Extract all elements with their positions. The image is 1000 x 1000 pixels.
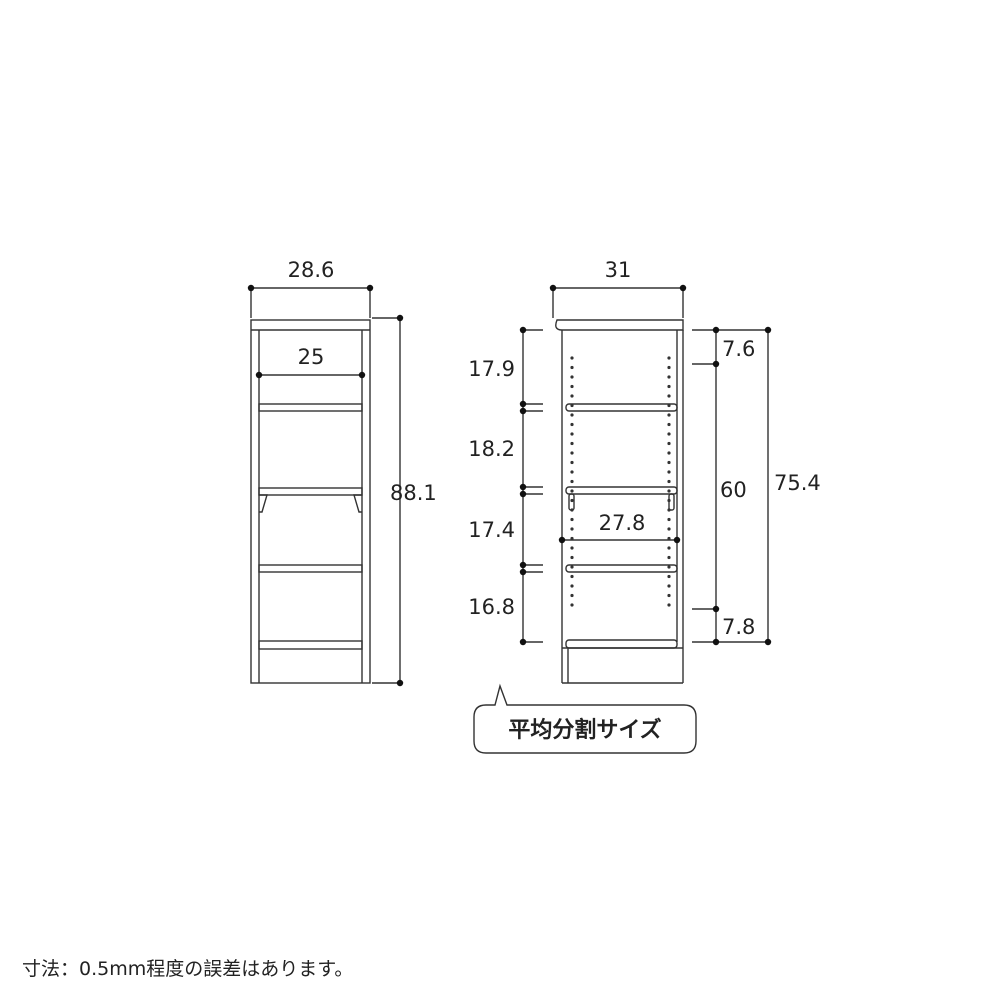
pin-hole (667, 574, 671, 579)
pin-hole (667, 593, 671, 598)
pin-hole (570, 565, 574, 569)
pin-hole (667, 441, 671, 446)
pin-hole (667, 413, 671, 417)
pin-hole (667, 603, 671, 607)
callout-label: 平均分割サイズ (508, 717, 661, 743)
top-margin-label: 7.6 (722, 337, 755, 361)
pin-hole (570, 365, 574, 370)
pitch-label-2: 18.2 (468, 437, 515, 461)
pin-hole (570, 517, 574, 522)
pin-hole (667, 479, 671, 484)
pin-hole (667, 451, 671, 455)
shelf-depth-label: 27.8 (599, 511, 646, 535)
callout-box (473, 683, 697, 754)
pin-hole (667, 555, 671, 560)
front-width-inner-label: 25 (298, 345, 325, 369)
pin-hole (570, 603, 574, 607)
pin-hole (667, 565, 671, 569)
hole-range-label: 60 (720, 478, 747, 502)
footnote: 寸法：0.5mm程度の誤差はあります。 (22, 958, 354, 980)
pin-hole (570, 375, 574, 379)
pin-hole (667, 546, 671, 550)
pin-hole (667, 470, 671, 474)
pin-hole (667, 432, 671, 436)
side-view-cabinet (555, 319, 684, 684)
pitch-label-3: 17.4 (468, 518, 515, 542)
dimension-dots (247, 284, 772, 687)
pin-hole (667, 536, 671, 541)
pin-hole (667, 356, 671, 360)
hole-total-label: 75.4 (774, 471, 821, 495)
pin-hole (570, 555, 574, 560)
pin-hole (570, 479, 574, 484)
front-height-label: 88.1 (390, 481, 437, 505)
pin-hole (667, 508, 671, 512)
pin-hole (570, 470, 574, 474)
pitch-label-4: 16.8 (468, 595, 515, 619)
pin-hole (570, 422, 574, 427)
pin-hole (667, 384, 671, 389)
front-view-cabinet (250, 319, 371, 684)
pin-hole (570, 432, 574, 436)
pin-hole (667, 527, 671, 531)
pin-hole (570, 451, 574, 455)
pin-hole (570, 441, 574, 446)
pin-hole (667, 403, 671, 408)
pitch-label-1: 17.9 (468, 357, 515, 381)
pin-hole (667, 365, 671, 370)
pin-hole (667, 375, 671, 379)
pin-hole (570, 584, 574, 588)
pin-hole (570, 527, 574, 531)
pin-hole (570, 460, 574, 465)
pin-hole (667, 460, 671, 465)
pin-hole (570, 489, 574, 493)
pin-hole (570, 593, 574, 598)
pin-hole (667, 422, 671, 427)
pin-hole (570, 403, 574, 408)
pin-hole (570, 508, 574, 512)
pin-hole (570, 536, 574, 541)
pin-hole (570, 498, 574, 503)
pin-hole (570, 574, 574, 579)
bottom-margin-label: 7.8 (722, 615, 755, 639)
pin-hole (667, 517, 671, 522)
pin-hole (570, 394, 574, 398)
pin-hole (667, 394, 671, 398)
pin-hole (570, 384, 574, 389)
pin-hole (667, 489, 671, 493)
pin-hole (570, 356, 574, 360)
shelf-pin-holes (570, 356, 671, 607)
side-depth-label: 31 (605, 258, 632, 282)
pin-hole (667, 584, 671, 588)
pin-hole (667, 498, 671, 503)
front-width-outer-label: 28.6 (288, 258, 335, 282)
pin-hole (570, 413, 574, 417)
pin-hole (570, 546, 574, 550)
